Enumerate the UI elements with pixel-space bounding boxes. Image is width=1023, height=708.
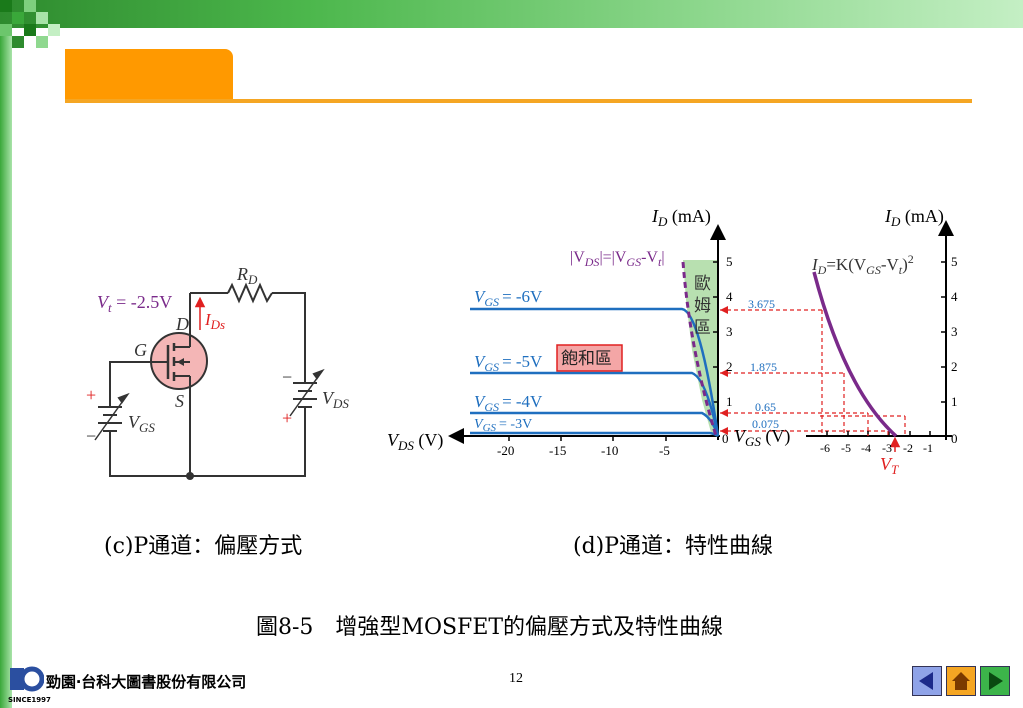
- svg-text:2: 2: [951, 359, 958, 374]
- prev-slide-button[interactable]: [912, 666, 942, 696]
- ground-node: [186, 472, 194, 480]
- svg-text:0: 0: [722, 431, 729, 446]
- vt-label: VT: [880, 454, 899, 477]
- threshold-voltage-label: Vt = -2.5V: [97, 292, 172, 315]
- vds-plus: +: [282, 408, 292, 428]
- curve-label-vgs-3: VGS= -3V: [474, 417, 532, 434]
- svg-text:-5: -5: [659, 443, 670, 458]
- vgs-source: [94, 392, 130, 441]
- top-banner: [0, 0, 1023, 28]
- svg-text:3: 3: [951, 324, 958, 339]
- vgs-plus: +: [86, 385, 96, 405]
- svg-text:0: 0: [951, 431, 958, 446]
- svg-text:-6: -6: [820, 441, 830, 455]
- publisher-logo: SINCE1997: [8, 666, 51, 704]
- svg-text:-15: -15: [549, 443, 566, 458]
- bias-circuit: [109, 282, 306, 477]
- value-0075: 0.075: [752, 417, 779, 431]
- right-x-axis-label: VGS (V): [734, 426, 790, 449]
- svg-text:-4: -4: [861, 441, 871, 455]
- svg-text:-10: -10: [601, 443, 618, 458]
- output-characteristics: 5 4 3 2 1 0 -20 -15 -10 -5 ID (mA) VDS (…: [387, 206, 888, 458]
- curve-label-vgs-5: VGS= -5V: [474, 352, 543, 374]
- title-tab: [65, 49, 233, 103]
- next-slide-button[interactable]: [980, 666, 1010, 696]
- svg-text:1: 1: [726, 394, 733, 409]
- vds-source: [289, 368, 325, 417]
- left-y-axis-label: ID (mA): [651, 206, 711, 229]
- svg-text:-20: -20: [497, 443, 514, 458]
- svg-text:3: 3: [726, 324, 733, 339]
- left-x-axis-label: VDS (V): [387, 430, 443, 453]
- value-065: 0.65: [755, 400, 776, 414]
- value-3675: 3.675: [748, 297, 775, 311]
- ohmic-label-2: 姆: [694, 296, 711, 315]
- vds-label: VDS: [322, 388, 349, 411]
- svg-text:-5: -5: [841, 441, 851, 455]
- home-icon: [952, 672, 970, 690]
- transfer-characteristics: 5 4 3 2 1 0 -6 -5 -4 -3 -2 -1 ID (mA) VG…: [734, 206, 958, 477]
- source-label: S: [175, 391, 184, 411]
- boundary-equation: |VDS|=|VGS-Vt|: [570, 249, 665, 269]
- right-y-axis-label: ID (mA): [884, 206, 944, 229]
- home-button[interactable]: [946, 666, 976, 696]
- publisher-name: 勁園‧台科大圖書股份有限公司: [46, 673, 247, 691]
- ohmic-label-3: 區: [694, 318, 711, 337]
- title-underline: [65, 99, 972, 103]
- vgs-minus: −: [86, 426, 96, 446]
- saturation-box: [556, 344, 623, 372]
- page-number: 12: [509, 671, 523, 686]
- ids-label: IDs: [204, 310, 225, 332]
- figure-caption: 圖8-5 增強型MOSFET的偏壓方式及特性曲線: [256, 615, 724, 640]
- curve-label-vgs-4: VGS= -4V: [474, 392, 543, 414]
- svg-text:4: 4: [726, 289, 733, 304]
- curve-label-vgs-6: VGS= -6V: [474, 287, 543, 309]
- svg-text:-1: -1: [923, 441, 933, 455]
- svg-text:4: 4: [951, 289, 958, 304]
- ohmic-label-1: 歐: [694, 274, 711, 293]
- rd-label: RD: [236, 264, 258, 287]
- since-label: SINCE1997: [8, 696, 51, 704]
- svg-text:5: 5: [951, 254, 958, 269]
- drain-label: D: [175, 314, 189, 334]
- mosfet-symbol: [150, 332, 208, 390]
- saturation-label: 飽和區: [561, 349, 612, 368]
- vds-minus: −: [282, 367, 292, 387]
- svg-text:-2: -2: [903, 441, 913, 455]
- value-1875: 1.875: [750, 360, 777, 374]
- left-banner: [0, 28, 12, 708]
- svg-text:1: 1: [951, 394, 958, 409]
- vgs-label: VGS: [128, 412, 155, 435]
- caption-d: (d)P通道：特性曲線: [573, 534, 774, 559]
- caption-c: (c)P通道：偏壓方式: [104, 534, 303, 559]
- svg-text:-3: -3: [882, 441, 892, 455]
- svg-text:5: 5: [726, 254, 733, 269]
- arrow-right-icon: [989, 672, 1003, 690]
- svg-text:2: 2: [726, 359, 733, 374]
- arrow-left-icon: [919, 672, 933, 690]
- transfer-equation: ID=K(VGS-Vt)2: [811, 252, 914, 277]
- gate-label: G: [134, 340, 147, 360]
